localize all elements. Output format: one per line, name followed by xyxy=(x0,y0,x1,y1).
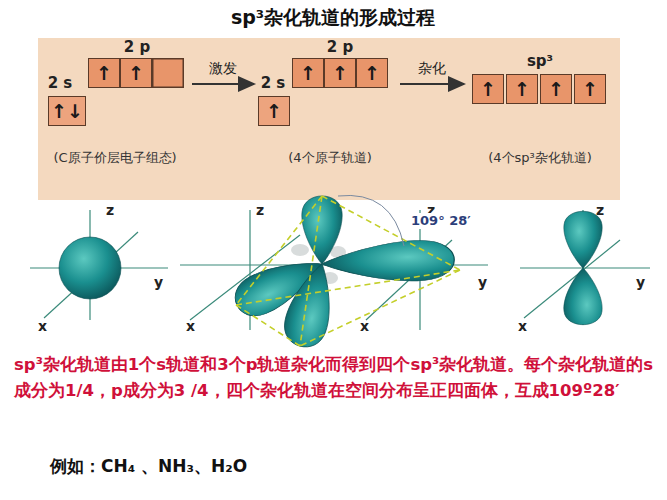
angle-label: 109° 28′ xyxy=(409,213,473,229)
axis-label: x xyxy=(38,318,47,335)
electron-arrow: ↑ xyxy=(514,80,530,99)
title: sp³杂化轨道的形成过程 xyxy=(231,6,435,29)
orbital-box: ↑ xyxy=(574,74,606,104)
electron-arrow: ↑ xyxy=(266,102,282,121)
electron-arrow: ↑↓ xyxy=(51,102,83,121)
orbital-label: 2 p xyxy=(124,38,150,56)
orbital-box: ↑ xyxy=(324,58,356,88)
process-label: 激发 xyxy=(209,60,237,77)
orbital-label: 2 s xyxy=(261,74,286,92)
orbital-label: 2 p xyxy=(327,38,353,56)
axis-label: x xyxy=(518,318,527,335)
orbital-box: ↑↓ xyxy=(48,96,86,126)
electron-arrow: ↑ xyxy=(128,64,144,83)
axes xyxy=(520,210,650,325)
axis-label: y xyxy=(636,274,645,291)
axis-label: z xyxy=(256,202,264,219)
orbital-box: ↑ xyxy=(258,96,290,126)
p-orbital xyxy=(564,211,602,324)
axis-label: z xyxy=(106,202,114,219)
electron-arrow: ↑ xyxy=(332,64,348,83)
panel xyxy=(38,38,620,200)
orbital-box: ↑ xyxy=(120,58,152,88)
electron-arrow: ↑ xyxy=(96,64,112,83)
angle-arc xyxy=(338,195,404,246)
orbital-box: ↑ xyxy=(540,74,572,104)
process-arrow xyxy=(192,83,254,85)
example-text: 例如：CH₄ 、NH₃、H₂O xyxy=(50,456,247,476)
caption: (4个sp³杂化轨道) xyxy=(488,150,592,166)
description: sp³杂化轨道由1个s轨道和3个p轨道杂化而得到四个sp³杂化轨道。每个杂化轨道… xyxy=(14,352,654,404)
s-orbital xyxy=(59,237,121,299)
caption: (4个原子轨道) xyxy=(288,150,371,166)
electron-arrow: ↑ xyxy=(300,64,316,83)
orbital-box: ↑ xyxy=(356,58,388,88)
orbital-box: ↑ xyxy=(472,74,504,104)
axes xyxy=(30,210,168,320)
orbital-box: ↑ xyxy=(506,74,538,104)
orbital-box: ↑ xyxy=(292,58,324,88)
process-arrow xyxy=(400,83,464,85)
orbital-box xyxy=(153,59,184,88)
orbital-box: ↑ xyxy=(88,58,120,88)
axis-label: y xyxy=(478,274,487,291)
electron-arrow: ↑ xyxy=(480,80,496,99)
axis-label: x xyxy=(360,318,369,335)
electron-arrow: ↑ xyxy=(548,80,564,99)
orbital-label: sp³ xyxy=(527,52,553,70)
axis-label: x xyxy=(186,318,195,335)
orbital-label: 2 s xyxy=(48,74,73,92)
electron-arrow: ↑ xyxy=(364,64,380,83)
process-label: 杂化 xyxy=(418,60,446,77)
axis-label: z xyxy=(596,202,604,219)
caption: (C原子价层电子组态) xyxy=(53,150,176,166)
electron-arrow: ↑ xyxy=(582,80,598,99)
axis-label: y xyxy=(154,274,163,291)
